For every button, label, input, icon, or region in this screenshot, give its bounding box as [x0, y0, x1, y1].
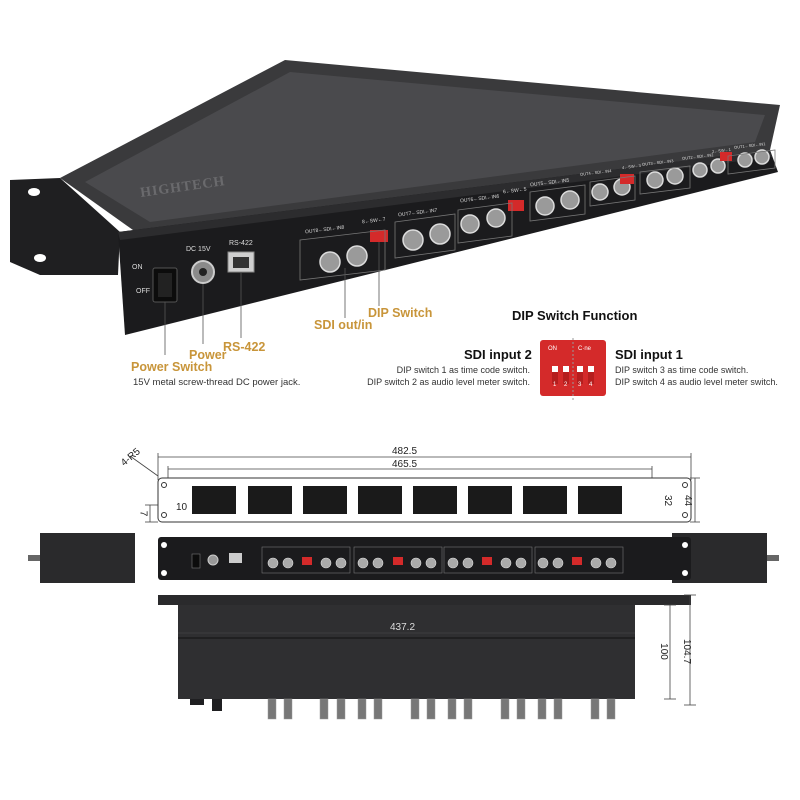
dim-height-32: 32 — [662, 494, 674, 507]
dip-switch-6-5 — [508, 200, 524, 211]
left-rack-ear — [10, 178, 120, 275]
dimension-drawing — [28, 453, 779, 720]
dim-left-7: 7 — [137, 510, 149, 517]
bnc-connectors — [319, 149, 770, 273]
dim-depth-100: 100 — [657, 643, 669, 660]
sdi-input1-line2: DIP switch 4 as audio level meter switch… — [615, 377, 778, 387]
dip-switch-graphic — [540, 338, 606, 400]
label-off: OFF — [136, 288, 150, 295]
callout-power-desc: 15V metal screw-thread DC power jack. — [133, 377, 301, 388]
chassis-inner — [85, 72, 765, 222]
dip-switch-4-3 — [620, 174, 634, 184]
side-view-left — [40, 533, 135, 583]
label-dc: DC 15V — [186, 246, 211, 253]
label-rs422-panel: RS-422 — [229, 240, 253, 247]
sdi-input2-line1: DIP switch 1 as time code switch. — [396, 365, 530, 375]
dim-height-44: 44 — [682, 494, 694, 507]
callout-sdi: SDI out/in — [314, 318, 373, 332]
dip-switch-8-7 — [370, 230, 388, 242]
dim-overall-width: 482.5 — [392, 446, 418, 457]
product-render — [10, 60, 780, 400]
dip-num-3: 3 — [578, 382, 582, 388]
sdi-input1-line1: DIP switch 3 as time code switch. — [615, 365, 749, 375]
callout-power: Power — [189, 348, 227, 362]
dip-ctrl-label: C·ne — [578, 346, 592, 352]
dim-hole-spacing: 465.5 — [392, 459, 418, 470]
dip-num-2: 2 — [564, 382, 568, 388]
dip-num-4: 4 — [589, 382, 593, 388]
callout-power-switch: Power Switch — [131, 360, 213, 374]
sdi-input2-title: SDI input 2 — [464, 347, 532, 362]
dip-on-label: ON — [548, 346, 557, 352]
dim-depth-104: 104.7 — [681, 638, 693, 665]
sdi-input2-line2: DIP switch 2 as audio level meter switch… — [367, 377, 530, 387]
dip-function-title: DIP Switch Function — [512, 308, 638, 323]
dip-num-1: 1 — [553, 382, 557, 388]
front-panel — [118, 150, 778, 335]
sdi-input1-title: SDI input 1 — [615, 347, 683, 362]
top-view — [158, 595, 691, 605]
dip-switch-2-1 — [720, 152, 732, 161]
label-on: ON — [132, 264, 143, 271]
rear-panel — [158, 537, 691, 580]
dim-body-width: 437.2 — [390, 622, 416, 633]
callout-dip: DIP Switch — [368, 306, 433, 320]
callout-rs422: RS-422 — [223, 340, 266, 354]
dim-left-10: 10 — [176, 502, 188, 513]
